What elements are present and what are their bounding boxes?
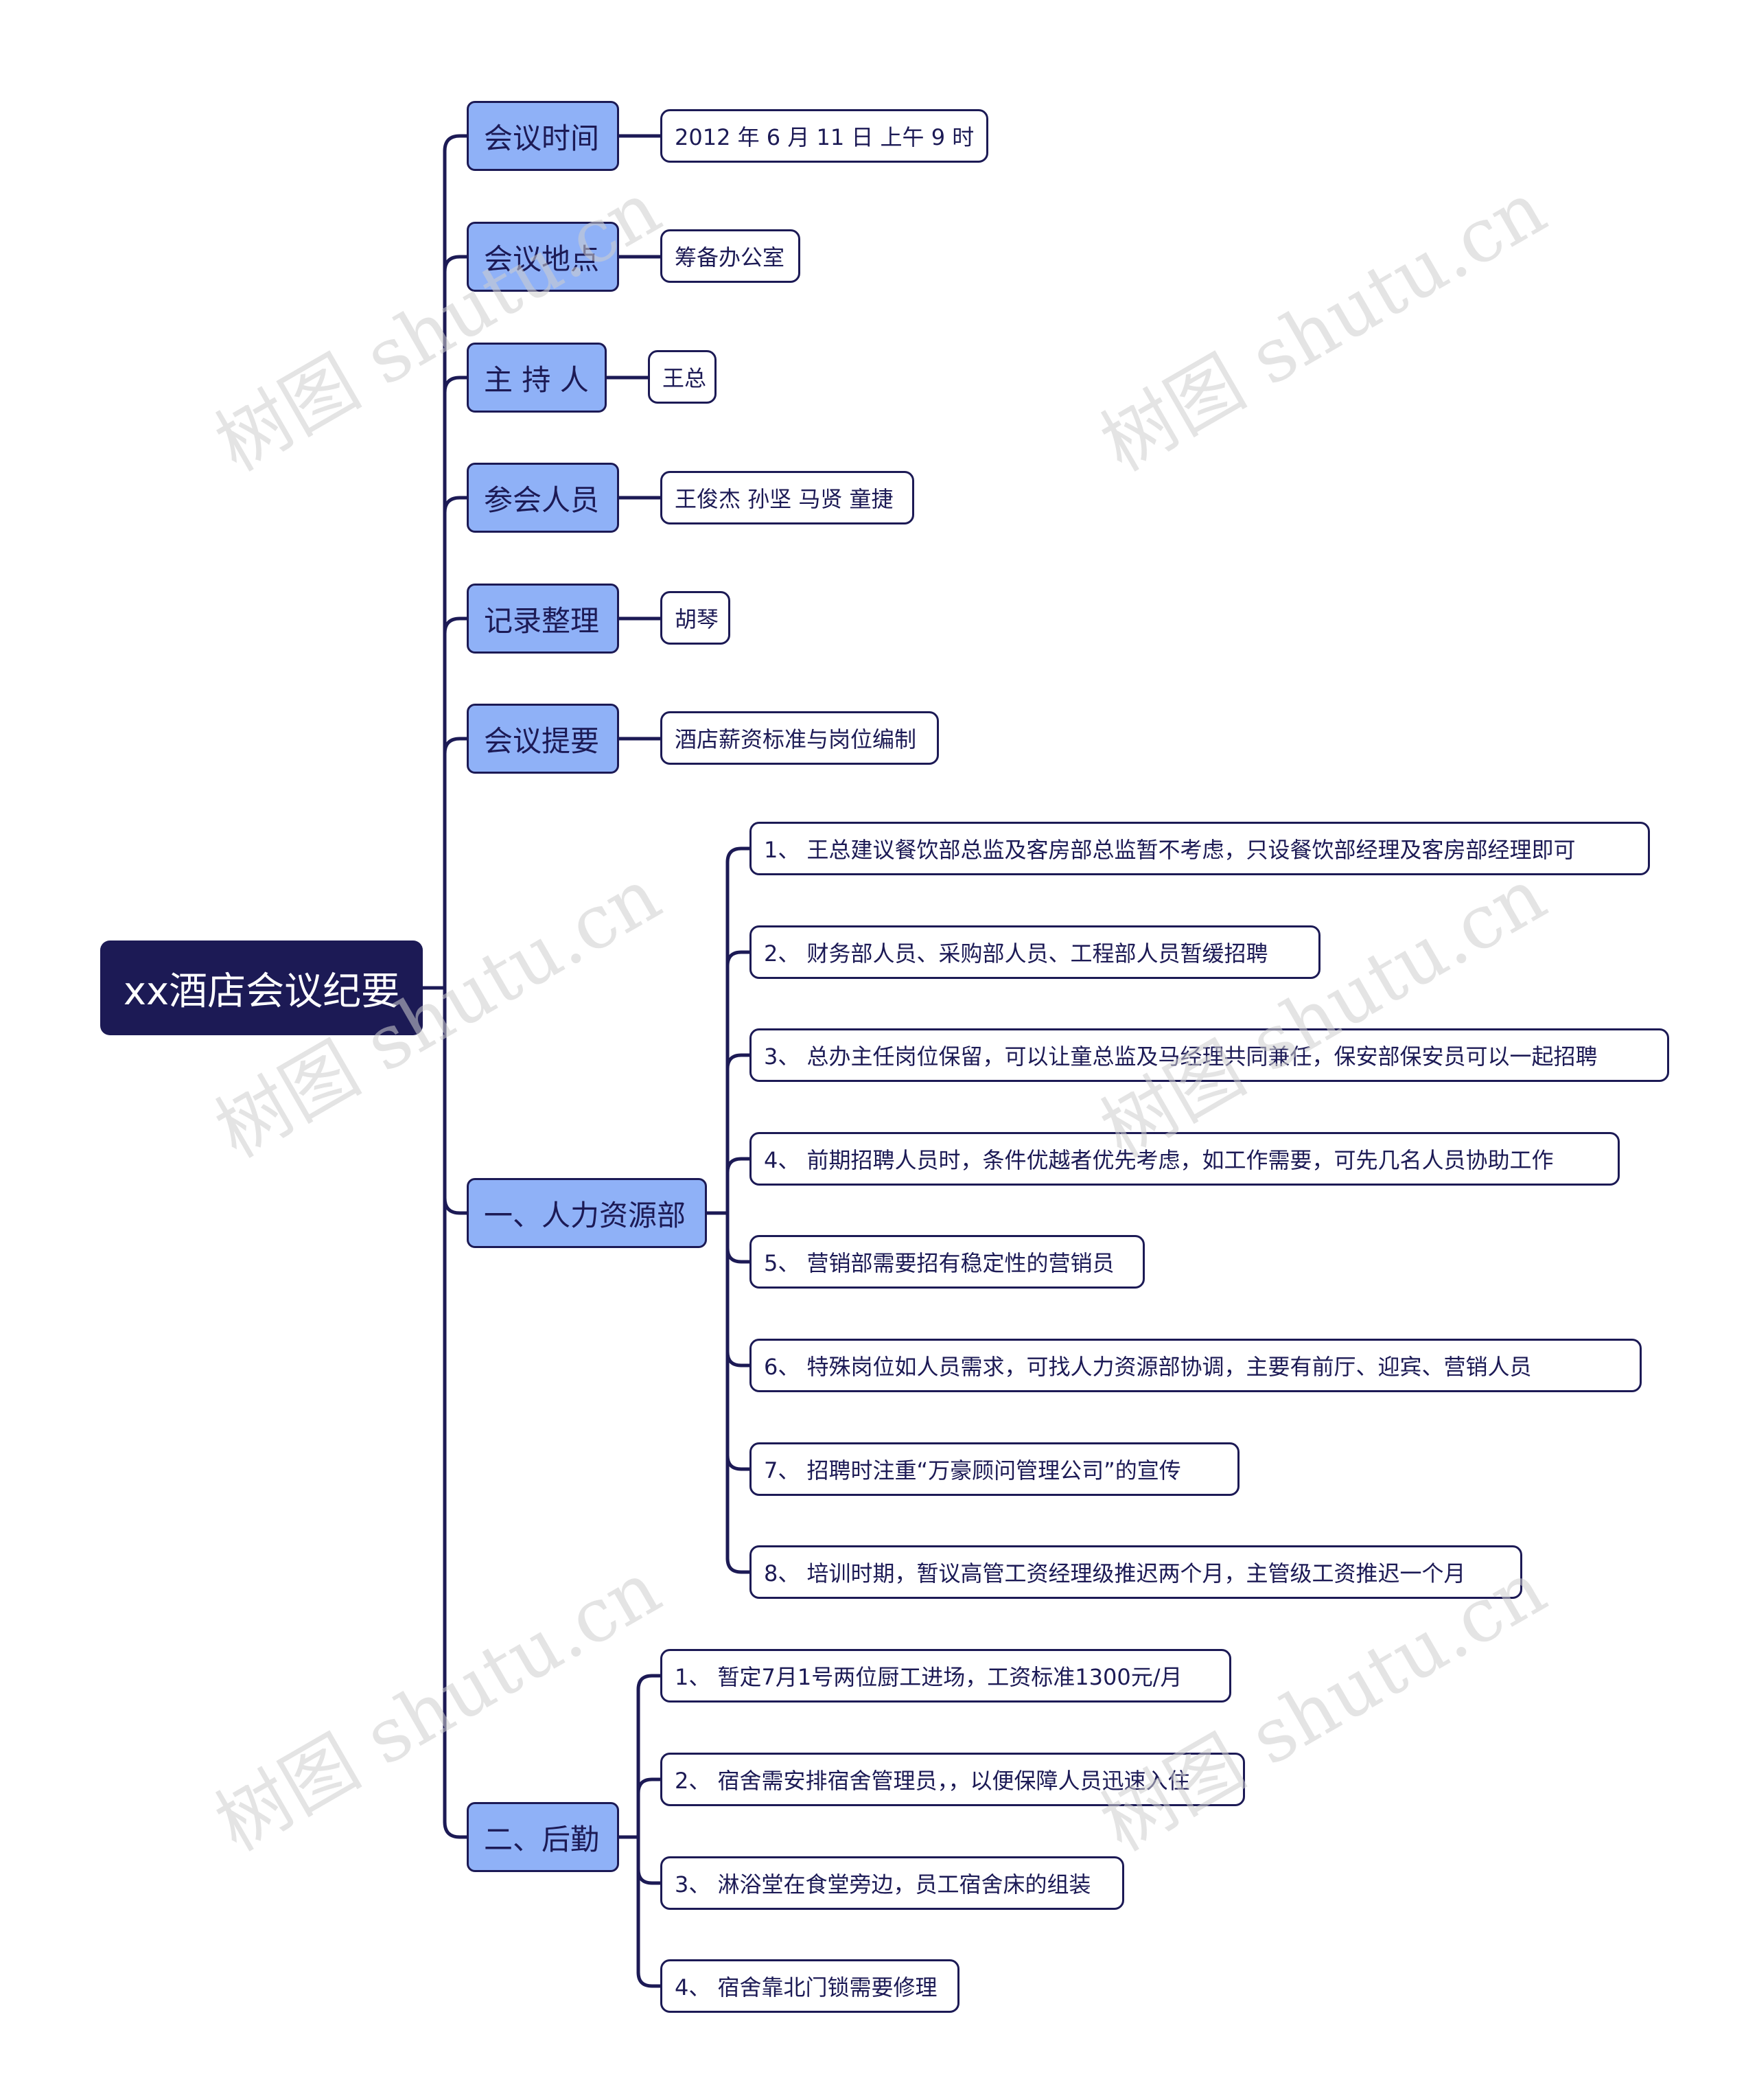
- leaf-text: 王总: [662, 365, 707, 391]
- leaf-hr-item-7[interactable]: 7、 招聘时注重“万豪顾问管理公司”的宣传: [749, 1442, 1240, 1496]
- leaf-text: 筹备办公室: [675, 244, 785, 270]
- branch-hr-dept[interactable]: 一、人力资源部: [467, 1178, 707, 1248]
- leaf-text: 8、 培训时期，暂议高管工资经理级推迟两个月，主管级工资推迟一个月: [764, 1560, 1466, 1586]
- branch-logistics[interactable]: 二、后勤: [467, 1802, 619, 1872]
- leaf-text: 5、 营销部需要招有稳定性的营销员: [764, 1250, 1115, 1276]
- leaf-hr-item-3[interactable]: 3、 总办主任岗位保留，可以让童总监及马经理共同兼任，保安部保安员可以一起招聘: [749, 1028, 1669, 1082]
- leaf-connector: [725, 1053, 752, 1071]
- leaf-recorder[interactable]: 胡琴: [660, 591, 730, 645]
- leaf-connector: [636, 1777, 662, 1795]
- leaf-text: 2、 宿舍需安排宿舍管理员，，以便保障人员迅速入住: [675, 1768, 1190, 1794]
- leaf-logistics-item-2[interactable]: 2、 宿舍需安排宿舍管理员，，以便保障人员迅速入住: [660, 1753, 1245, 1806]
- branch-recorder[interactable]: 记录整理: [467, 584, 619, 654]
- root-topic-label: xx酒店会议纪要: [123, 969, 400, 1014]
- branch-connector: [443, 496, 469, 515]
- leaf-text: 4、 前期招聘人员时，条件优越者优先考虑，如工作需要，可先几名人员协助工作: [764, 1147, 1554, 1173]
- branch-connector: [443, 616, 469, 636]
- leaf-attendees[interactable]: 王俊杰 孙坚 马贤 童捷: [660, 471, 914, 524]
- branch-connector: [443, 134, 469, 153]
- leaf-text: 酒店薪资标准与岗位编制: [675, 726, 917, 752]
- leaf-hr-item-1[interactable]: 1、 王总建议餐饮部总监及客房部总监暂不考虑，只设餐饮部经理及客房部经理即可: [749, 822, 1650, 875]
- leaf-connector: [725, 846, 752, 864]
- leaf-text: 2、 财务部人员、采购部人员、工程部人员暂缓招聘: [764, 941, 1268, 967]
- branch-connector: [443, 1196, 469, 1215]
- leaf-logistics-item-3[interactable]: 3、 淋浴堂在食堂旁边，员工宿舍床的组装: [660, 1856, 1124, 1910]
- leaf-connector: [725, 1157, 752, 1175]
- leaf-text: 4、 宿舍靠北门锁需要修理: [675, 1974, 938, 2000]
- root-topic[interactable]: xx酒店会议纪要: [100, 941, 423, 1035]
- leaf-hr-item-8[interactable]: 8、 培训时期，暂议高管工资经理级推迟两个月，主管级工资推迟一个月: [749, 1545, 1522, 1599]
- leaf-connector: [725, 1556, 752, 1574]
- leaf-text: 7、 招聘时注重“万豪顾问管理公司”的宣传: [764, 1457, 1181, 1484]
- branch-connector: [443, 255, 469, 274]
- branch-label: 参会人员: [484, 483, 600, 517]
- leaf-logistics-item-1[interactable]: 1、 暂定7月1号两位厨工进场，工资标准1300元/月: [660, 1649, 1231, 1703]
- leaf-connector: [636, 1674, 662, 1692]
- branch-label: 一、人力资源部: [484, 1198, 686, 1232]
- leaf-meeting-time[interactable]: 2012 年 6 月 11 日 上午 9 时: [660, 109, 988, 163]
- leaf-meeting-place[interactable]: 筹备办公室: [660, 229, 800, 283]
- leaf-hr-item-6[interactable]: 6、 特殊岗位如人员需求，可找人力资源部协调，主要有前厅、迎宾、营销人员: [749, 1339, 1642, 1392]
- leaf-connector: [636, 1970, 662, 1988]
- branch-meeting-place[interactable]: 会议地点: [467, 222, 619, 292]
- branch-meeting-time[interactable]: 会议时间: [467, 101, 619, 171]
- leaf-text: 1、 王总建议餐饮部总监及客房部总监暂不考虑，只设餐饮部经理及客房部经理即可: [764, 837, 1576, 863]
- leaf-text: 王俊杰 孙坚 马贤 童捷: [675, 486, 894, 512]
- leaf-connector: [725, 1350, 752, 1368]
- branch-label: 会议提要: [484, 724, 600, 758]
- branch-label: 会议时间: [484, 121, 600, 155]
- branch-host[interactable]: 主 持 人: [467, 343, 607, 413]
- branch-label: 主 持 人: [484, 362, 589, 397]
- branch-label: 会议地点: [484, 242, 600, 276]
- branch-connector: [443, 376, 469, 395]
- branch-label: 二、后勤: [484, 1822, 600, 1856]
- leaf-hr-item-5[interactable]: 5、 营销部需要招有稳定性的营销员: [749, 1235, 1145, 1289]
- branch-connector: [443, 1820, 469, 1839]
- leaf-agenda[interactable]: 酒店薪资标准与岗位编制: [660, 711, 939, 765]
- leaf-text: 胡琴: [675, 606, 719, 632]
- leaf-text: 3、 淋浴堂在食堂旁边，员工宿舍床的组装: [675, 1871, 1091, 1897]
- leaf-logistics-item-4[interactable]: 4、 宿舍靠北门锁需要修理: [660, 1959, 959, 2013]
- branch-connector: [443, 737, 469, 756]
- leaf-hr-item-2[interactable]: 2、 财务部人员、采购部人员、工程部人员暂缓招聘: [749, 925, 1320, 979]
- leaf-connector: [725, 1246, 752, 1264]
- leaf-connector: [725, 1453, 752, 1471]
- leaf-text: 1、 暂定7月1号两位厨工进场，工资标准1300元/月: [675, 1664, 1183, 1690]
- branch-attendees[interactable]: 参会人员: [467, 463, 619, 533]
- leaf-text: 3、 总办主任岗位保留，可以让童总监及马经理共同兼任，保安部保安员可以一起招聘: [764, 1043, 1598, 1070]
- leaf-text: 6、 特殊岗位如人员需求，可找人力资源部协调，主要有前厅、迎宾、营销人员: [764, 1354, 1532, 1380]
- leaf-text: 2012 年 6 月 11 日 上午 9 时: [675, 124, 975, 150]
- leaf-connector: [636, 1867, 662, 1885]
- leaf-host[interactable]: 王总: [648, 350, 717, 404]
- branch-agenda[interactable]: 会议提要: [467, 704, 619, 774]
- leaf-hr-item-4[interactable]: 4、 前期招聘人员时，条件优越者优先考虑，如工作需要，可先几名人员协助工作: [749, 1132, 1620, 1186]
- branch-label: 记录整理: [484, 603, 600, 638]
- leaf-connector: [725, 950, 752, 968]
